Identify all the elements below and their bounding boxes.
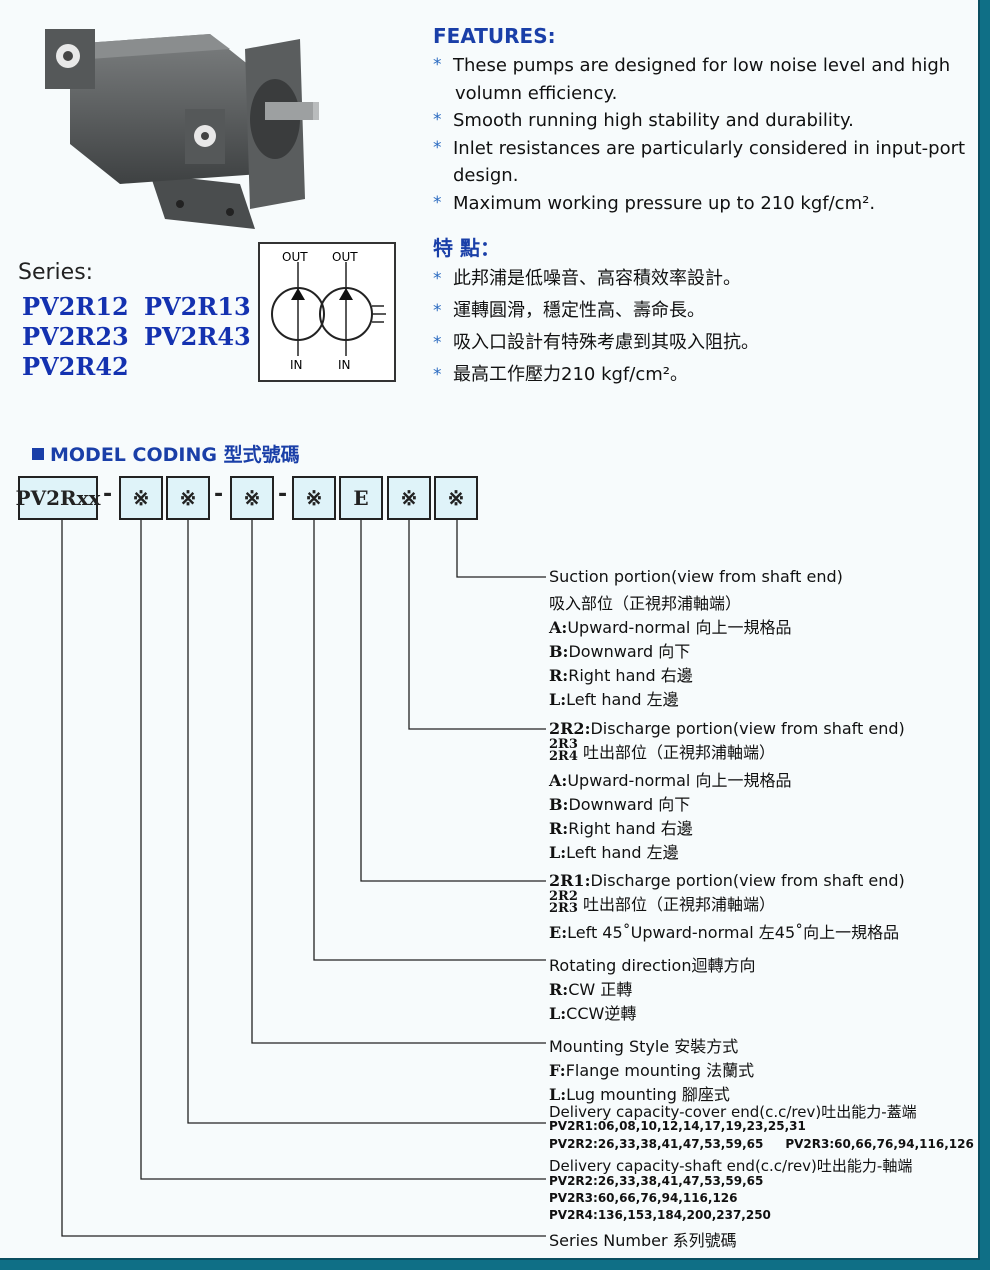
out-label: OUT [332, 250, 358, 264]
series-model: PV2R23 [22, 322, 129, 351]
pump-image [45, 29, 319, 229]
suction-title: Suction portion(view from shaft end) [549, 567, 843, 586]
code-box-shaft-capacity: ※ [119, 476, 163, 520]
bullet-icon: * [433, 55, 442, 75]
suction-option: B:Downward 向下 [549, 642, 691, 661]
in-label: IN [338, 358, 351, 372]
feature-item: *Maximum working pressure up to 210 kgf/… [433, 190, 973, 218]
bullet-icon: * [433, 333, 442, 353]
square-bullet-icon [32, 448, 44, 460]
in-label: IN [290, 358, 303, 372]
connector-rotation [313, 520, 546, 961]
feature-zh-item: *最高工作壓力210 kgf/cm²。 [433, 359, 973, 391]
suction-option: R:Right hand 右邊 [549, 666, 693, 685]
coding-connector-lines [61, 520, 546, 1237]
feature-item: *These pumps are designed for low noise … [433, 52, 973, 107]
double-pump-symbol-icon [271, 262, 386, 356]
connector-shaft-capacity [140, 520, 546, 1180]
bullet-icon: * [433, 110, 442, 130]
features-zh-title: 特 點： [433, 236, 500, 260]
bullet-icon: * [433, 301, 442, 321]
bullet-icon: * [433, 192, 442, 213]
code-box-suction: ※ [434, 476, 478, 520]
connector-cover-capacity [187, 520, 546, 1124]
mounting-option: F:Flange mounting 法蘭式 [549, 1061, 755, 1080]
discharge1-title: 2R1:Discharge portion(view from shaft en… [549, 871, 905, 890]
bullet-icon: * [433, 269, 442, 289]
code-dash: - [214, 482, 224, 507]
connector-series [61, 520, 546, 1237]
cover-capacity-title: Delivery capacity-cover end(c.c/rev)吐出能力… [549, 1103, 917, 1121]
discharge2-option: A:Upward-normal 向上一規格品 [549, 771, 792, 790]
series-model: PV2R13 [144, 292, 251, 321]
connector-mounting [251, 520, 546, 1044]
suction-zh: 吸入部位（正視邦浦軸端） [549, 594, 742, 613]
feature-zh-item: *運轉圓滑，穩定性高、壽命長。 [433, 295, 973, 327]
discharge2-option: B:Downward 向下 [549, 795, 691, 814]
bullet-icon: * [433, 137, 442, 158]
feature-item: *Inlet resistances are particularly cons… [433, 135, 973, 190]
pump-symbol: OUT OUT IN IN [258, 242, 396, 382]
feature-zh-item: *此邦浦是低噪音、高容積效率設計。 [433, 263, 973, 295]
code-box-cover-capacity: ※ [166, 476, 210, 520]
code-dash: - [278, 482, 288, 507]
mounting-title: Mounting Style 安裝方式 [549, 1037, 739, 1056]
discharge2-option: R:Right hand 右邊 [549, 819, 693, 838]
shaft-capacity-values: PV2R4:136,153,184,200,237,250 [549, 1208, 771, 1222]
code-box-rotation: ※ [292, 476, 336, 520]
discharge1-option: E:Left 45˚Upward-normal 左45˚向上一規格品 [549, 923, 900, 942]
series-label: Series: [18, 260, 94, 285]
bullet-icon: * [433, 365, 442, 385]
rotation-title: Rotating direction迴轉方向 [549, 956, 756, 975]
mounting-option: L:Lug mounting 腳座式 [549, 1085, 730, 1104]
series-model: PV2R42 [22, 352, 129, 381]
shaft-capacity-values: PV2R3:60,66,76,94,116,126 [549, 1191, 738, 1205]
code-box-discharge-1: E [339, 476, 383, 520]
code-box-series: PV2Rxx [16, 476, 100, 520]
code-box-discharge-2: ※ [387, 476, 431, 520]
rotation-option: L:CCW逆轉 [549, 1004, 637, 1023]
shaft-capacity-values: PV2R2:26,33,38,41,47,53,59,65 [549, 1174, 764, 1188]
cover-capacity-values: PV2R1:06,08,10,12,14,17,19,23,25,31 [549, 1119, 806, 1133]
series-model: PV2R43 [144, 322, 251, 351]
connector-discharge-1 [360, 520, 546, 882]
suction-option: L:Left hand 左邊 [549, 690, 679, 709]
features-title: FEATURES: [433, 24, 556, 48]
suction-option: A:Upward-normal 向上一規格品 [549, 618, 792, 637]
features-list: *These pumps are designed for low noise … [433, 52, 973, 217]
features-zh-list: *此邦浦是低噪音、高容積效率設計。 *運轉圓滑，穩定性高、壽命長。 *吸入口設計… [433, 263, 973, 391]
code-box-mounting: ※ [230, 476, 274, 520]
shaft-capacity-title: Delivery capacity-shaft end(c.c/rev)吐出能力… [549, 1157, 913, 1175]
code-dash: - [103, 482, 113, 507]
feature-item: *Smooth running high stability and durab… [433, 107, 973, 135]
out-label: OUT [282, 250, 308, 264]
rotation-option: R:CW 正轉 [549, 980, 633, 999]
feature-zh-item: *吸入口設計有特殊考慮到其吸入阻抗。 [433, 327, 973, 359]
series-number-label: Series Number 系列號碼 [549, 1231, 737, 1250]
connector-discharge-2 [408, 520, 546, 730]
series-model: PV2R12 [22, 292, 129, 321]
connector-suction [456, 520, 546, 578]
model-coding-title: MODEL CODING 型式號碼 [32, 440, 300, 467]
discharge2-option: L:Left hand 左邊 [549, 843, 679, 862]
discharge2-title: 2R2:Discharge portion(view from shaft en… [549, 719, 905, 738]
